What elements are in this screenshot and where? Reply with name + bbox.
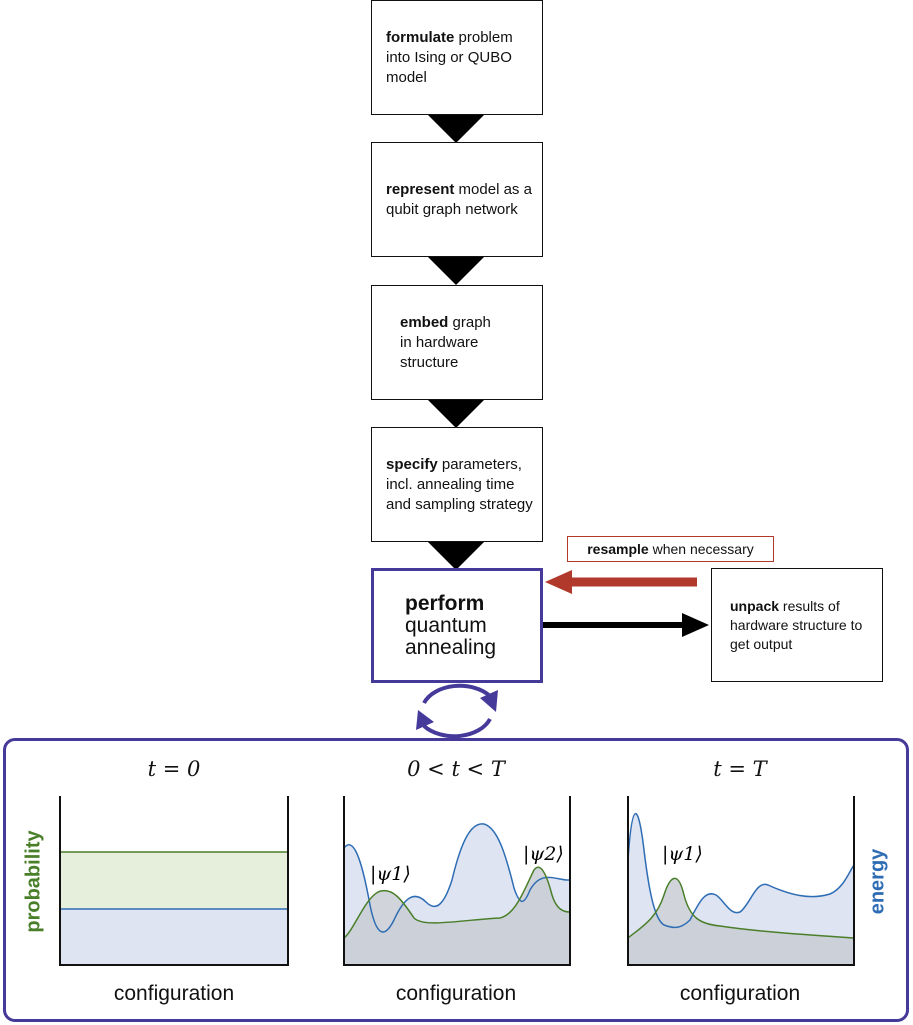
- step-text: parameters, incl. annealing time and sam…: [386, 455, 533, 513]
- panel-1-xlabel: configuration: [113, 982, 235, 1005]
- step-text: problem into Ising or QUBO model: [386, 28, 513, 86]
- step-represent: represent model as a qubit graph network: [371, 142, 543, 257]
- panel-2-label-psi2: |ψ2⟩: [523, 843, 564, 865]
- panel-title-2: 0 < t < T: [407, 757, 505, 781]
- panel-3-xlabel: configuration: [679, 982, 801, 1005]
- unpack-arrow-head: [682, 613, 709, 637]
- step-keyword: specify: [386, 455, 438, 473]
- step-embed: embed graph in hardware structure: [371, 285, 543, 400]
- step-keyword: embed: [400, 313, 449, 331]
- step-perform-annealing: perform quantum annealing: [371, 568, 543, 683]
- panel-2-plot: |ψ1⟩ |ψ2⟩: [343, 796, 571, 966]
- unpack-text: results of hardware structure to get out…: [730, 597, 863, 652]
- panel-1-axes: [59, 796, 289, 966]
- step-text: model as a qubit graph network: [386, 180, 532, 218]
- step-formulate: formulate problem into Ising or QUBO mod…: [371, 0, 543, 115]
- panel-3-axes: [627, 796, 855, 966]
- panel-1-plot: [59, 796, 289, 966]
- panel-2-xlabel: configuration: [395, 982, 517, 1005]
- connector-arrows: [416, 570, 709, 739]
- panel-3-prob-fill: [628, 878, 854, 965]
- panel-3-energy-curve: [627, 812, 855, 929]
- panel-3-prob-curve: [627, 877, 855, 939]
- resample-keyword: resample: [587, 541, 649, 557]
- resample-text: when necessary: [648, 541, 754, 557]
- arrow-down-2: [428, 257, 484, 285]
- perform-keyword: perform: [405, 591, 485, 615]
- resample-label: resample when necessary: [567, 536, 774, 562]
- panel-title-3: t = T: [713, 757, 767, 781]
- step-keyword: represent: [386, 180, 455, 198]
- arrow-down-3: [428, 400, 484, 428]
- step-specify: specify parameters, incl. annealing time…: [371, 427, 543, 542]
- panel-title-1: t = 0: [147, 757, 201, 781]
- panel-1-energy-fill: [60, 909, 288, 965]
- perform-line3: annealing: [405, 635, 497, 659]
- resample-arrow-head: [545, 570, 572, 594]
- cycle-head-2: [416, 710, 434, 730]
- panel-3-plot: |ψ1⟩: [627, 796, 855, 966]
- unpack-keyword: unpack: [730, 597, 780, 614]
- panel-2-label-psi1: |ψ1⟩: [370, 863, 411, 885]
- panel-2-prob-curve: [343, 866, 571, 939]
- step-keyword: formulate: [386, 28, 455, 46]
- panel-3-label-psi1: |ψ1⟩: [662, 843, 703, 865]
- cycle-head-1: [480, 690, 498, 712]
- panel-2-axes: [343, 796, 571, 966]
- cycle-icon: [422, 683, 492, 739]
- panel-2-energy-curve: [343, 823, 570, 933]
- panel-2-prob-fill: [344, 867, 570, 965]
- perform-line2: quantum: [405, 613, 487, 637]
- arrow-down-1: [428, 115, 484, 143]
- step-unpack: unpack results of hardware structure to …: [711, 568, 883, 682]
- arrow-down-4: [428, 542, 484, 570]
- annealing-panels-frame: [3, 738, 909, 1022]
- step-text: graph in hardware structure: [400, 313, 491, 371]
